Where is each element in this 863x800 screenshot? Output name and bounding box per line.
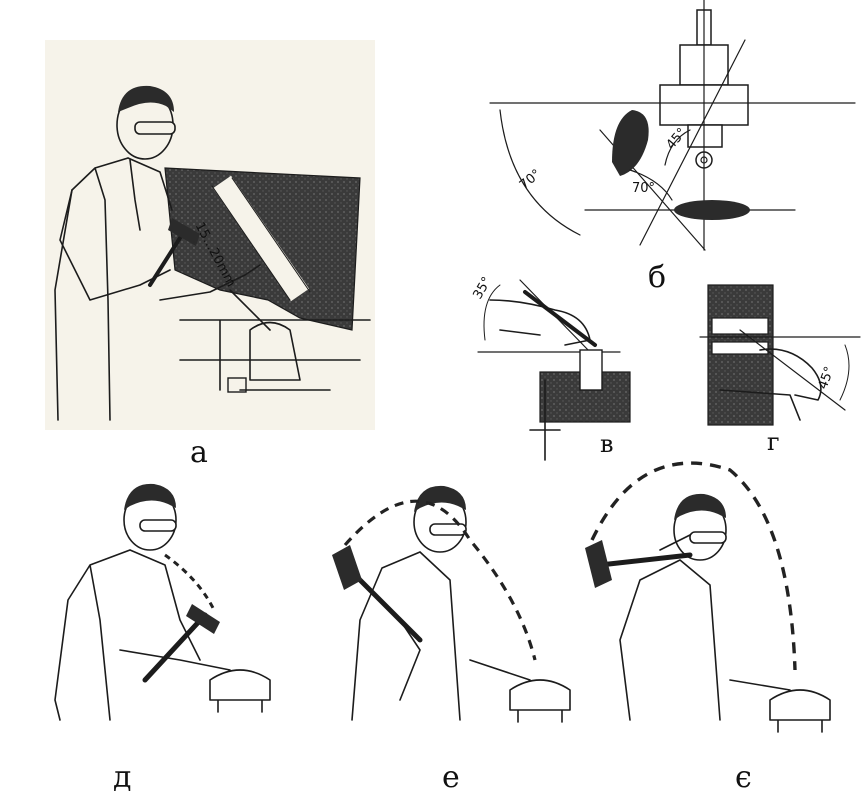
panel-d-illustration: [55, 484, 270, 720]
panel-label-v: в: [600, 432, 614, 456]
panel-label-d: д: [113, 763, 131, 793]
panel-label-a: а: [190, 438, 208, 468]
angle-70-left: 70°: [517, 167, 544, 193]
angle-45: 45°: [664, 125, 690, 152]
panel-label-e: е: [442, 763, 460, 793]
angle-70-mid: 70°: [632, 181, 655, 196]
panel-ye-illustration: [585, 463, 830, 732]
panel-e-illustration: [332, 486, 570, 722]
panel-g-illustration: 45°: [700, 285, 860, 425]
panel-label-ye: є: [735, 763, 752, 793]
panel-b-diagram: 70° 70° 45°: [490, 0, 855, 250]
panel-label-b: б: [648, 263, 666, 293]
angle-45-g: 45°: [816, 365, 838, 392]
panel-label-g: г: [767, 430, 780, 454]
angle-35: 35°: [470, 275, 495, 302]
